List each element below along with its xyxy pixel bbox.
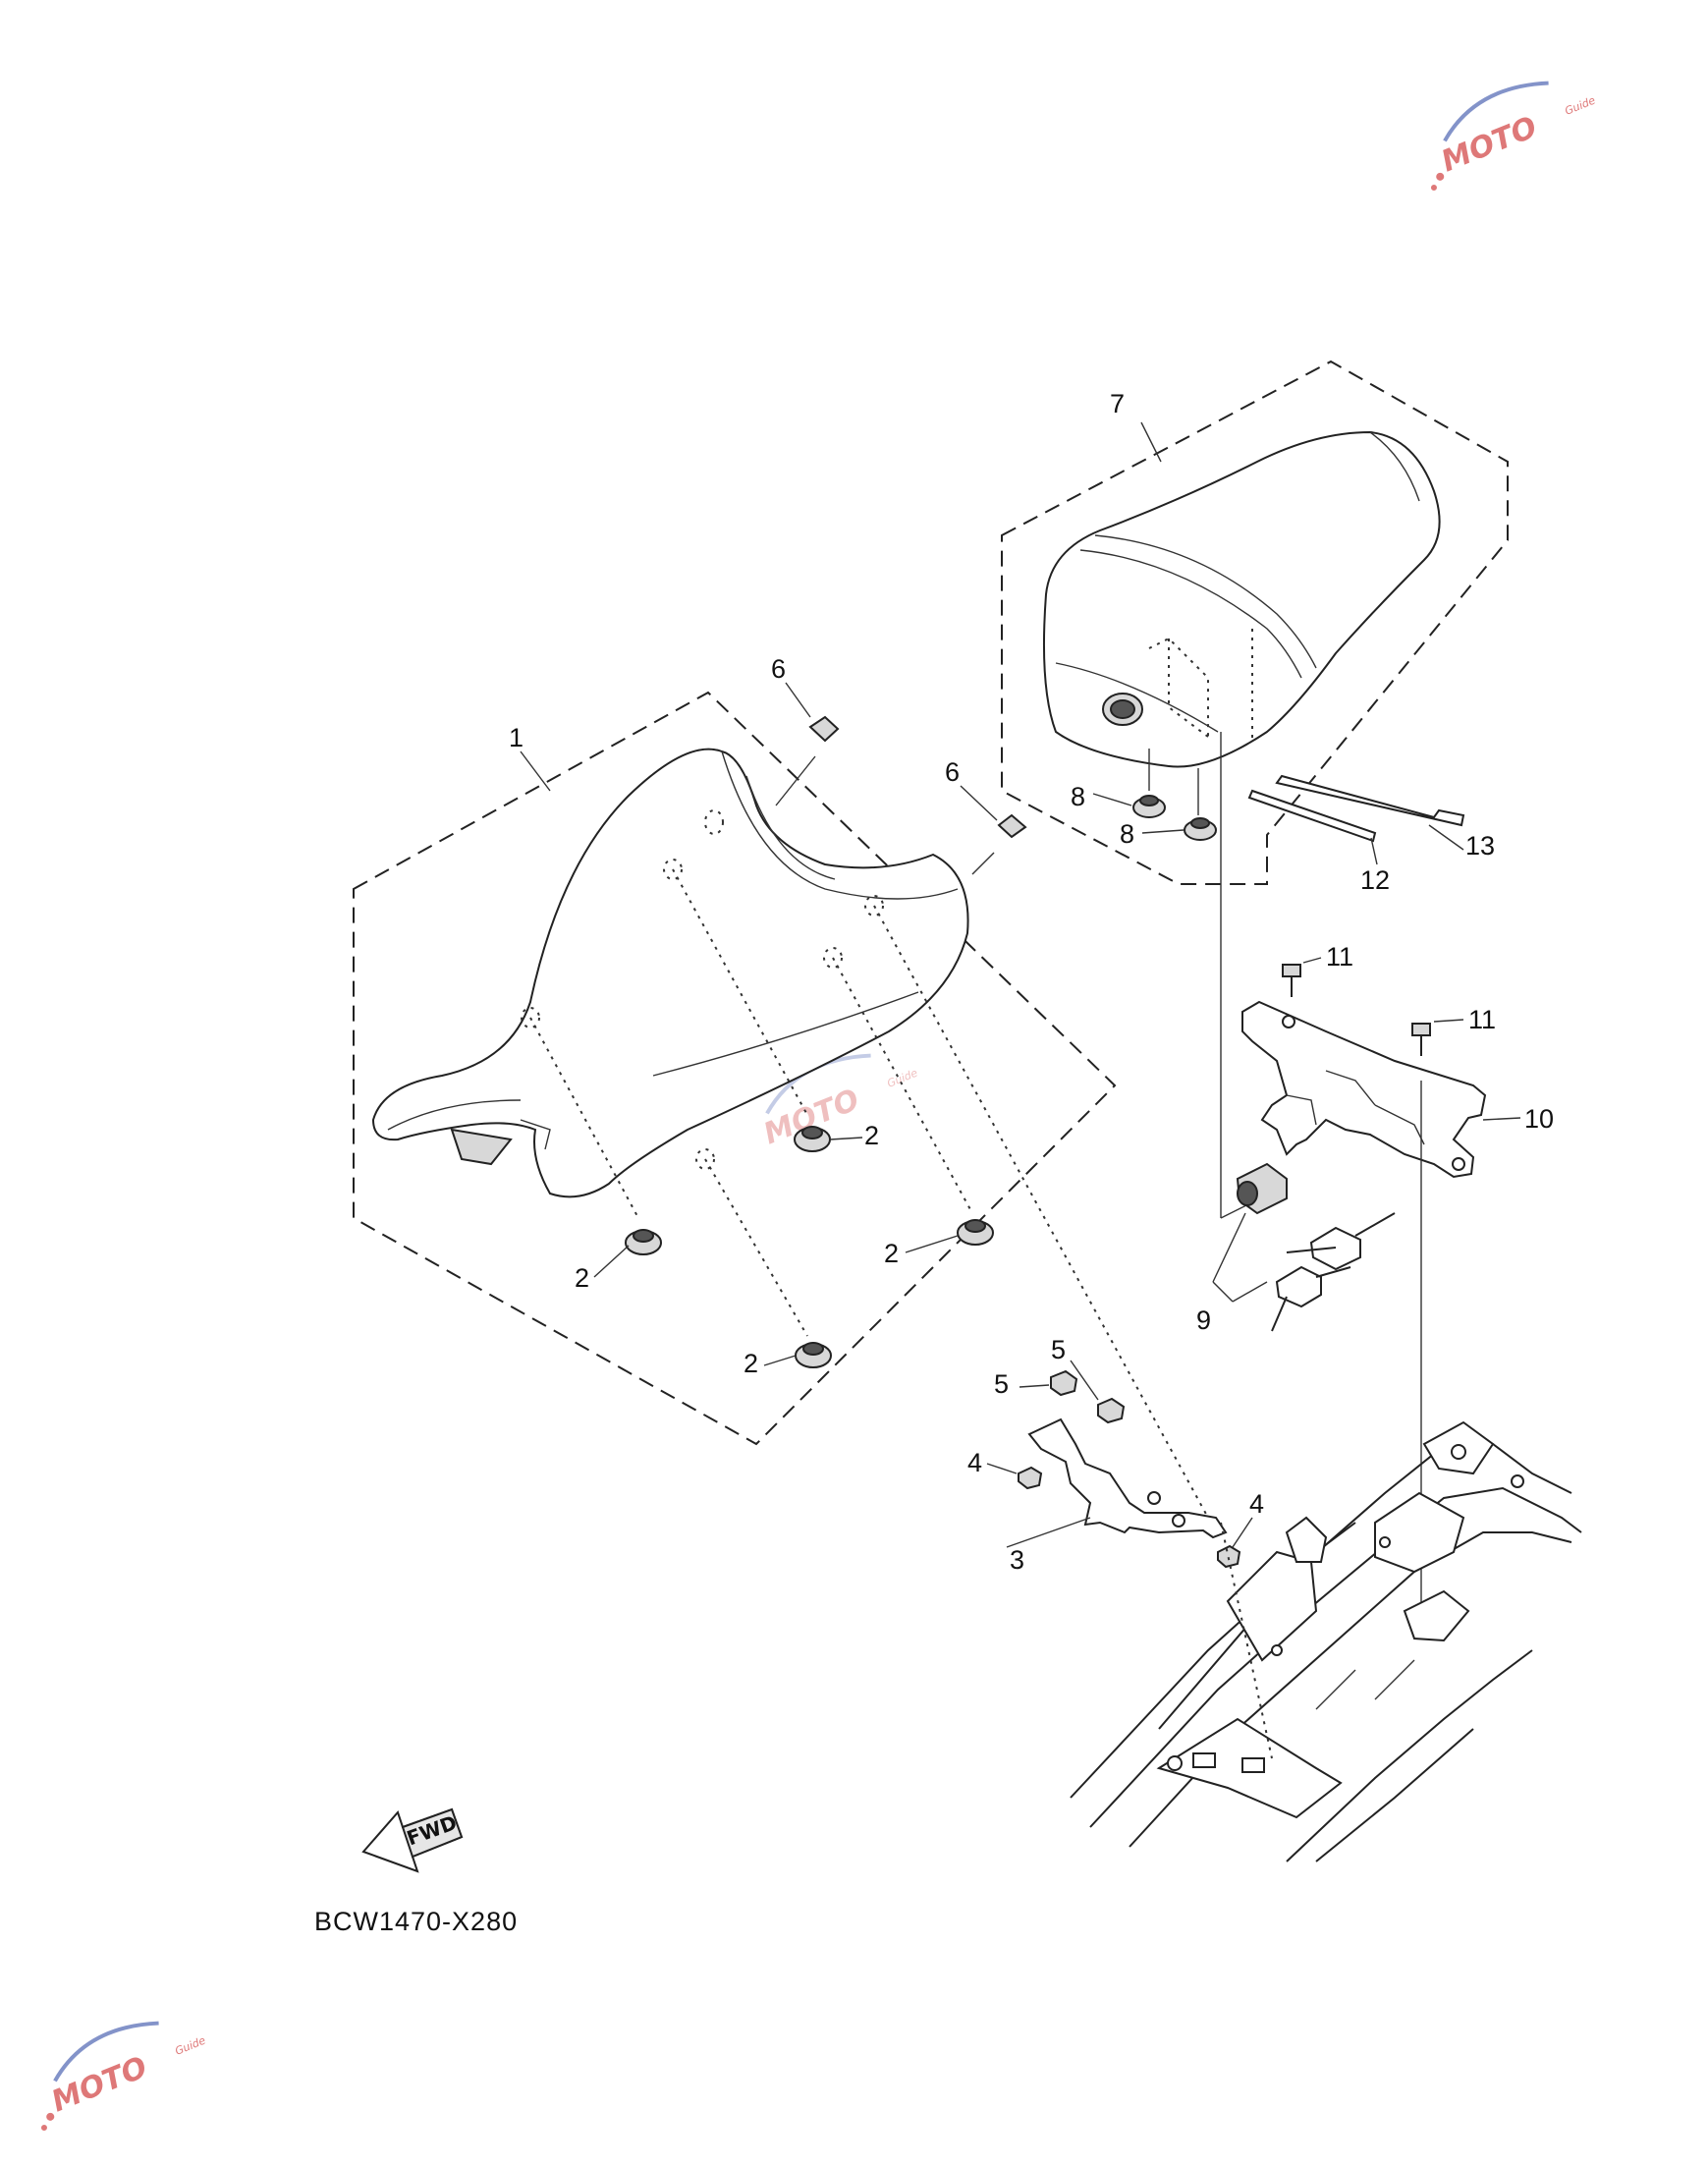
watermark-top-logo: MOTO Guide [1430,81,1597,191]
rear-frame [1070,1420,1582,1862]
damper-8a [1132,795,1166,818]
watermark-bottom-sub: Guide [173,2034,207,2058]
watermark-center-sub: Guide [885,1067,919,1090]
callout-numbers: 1 2 2 2 2 3 4 4 5 5 6 6 7 8 8 9 10 11 11… [509,389,1554,1575]
nut-5b [1070,1360,1126,1424]
callout-7: 7 [1110,389,1125,418]
callout-13: 13 [1465,831,1495,861]
callout-2c: 2 [884,1239,899,1268]
seat-lock-9 [1212,1162,1396,1332]
passenger-seat-group [1001,360,1509,1219]
nut-4b [1217,1517,1253,1569]
damper-2d [795,1342,832,1368]
callout-10: 10 [1524,1104,1554,1134]
watermark-brand: MOTO [1437,110,1542,179]
rider-seat-group [353,691,1209,1519]
nut-6a [775,715,840,806]
nut-5a [1019,1369,1078,1397]
callout-11b: 11 [1468,1005,1496,1034]
seat-bracket-3 [1006,1417,1228,1548]
callout-6b: 6 [945,757,960,787]
damper-2b [794,1126,831,1152]
callout-8b: 8 [1120,819,1134,849]
callout-5b: 5 [1051,1335,1066,1364]
damper-2a [625,1229,662,1255]
callout-1: 1 [509,723,523,752]
callout-12: 12 [1360,865,1390,895]
callout-3: 3 [1010,1545,1024,1575]
callout-2d: 2 [744,1349,758,1378]
passenger-seat [1043,430,1441,768]
callout-6a: 6 [771,654,786,684]
nut-6b [971,813,1027,875]
fwd-arrow-icon: FWD [361,1807,464,1873]
callout-2b: 2 [864,1121,879,1150]
callout-9: 9 [1196,1306,1211,1335]
callout-4b: 4 [1249,1489,1264,1519]
watermark-bottom-logo: MOTO Guide [40,2021,207,2131]
callout-8a: 8 [1071,782,1085,811]
rider-seat-dashed-boundary [353,691,1117,1446]
nut-4a [986,1463,1043,1490]
damper-2c [957,1219,994,1246]
tool-13 [1275,774,1465,851]
watermark-sub: Guide [1563,94,1597,118]
passenger-seat-dashed-boundary [1001,360,1509,885]
seat-lock-bracket-10 [1241,1000,1521,1179]
callout-4a: 4 [967,1448,982,1477]
callout-2a: 2 [575,1263,589,1293]
bolt-11a [1282,957,1322,997]
callout-5a: 5 [994,1369,1009,1399]
callout-11a: 11 [1326,942,1353,972]
diagram-code: BCW1470-X280 [314,1907,518,1936]
tool-12 [1247,789,1378,865]
watermark-bottom-brand: MOTO [47,2050,152,2119]
damper-8b [1184,817,1217,841]
rider-seat [371,748,969,1198]
